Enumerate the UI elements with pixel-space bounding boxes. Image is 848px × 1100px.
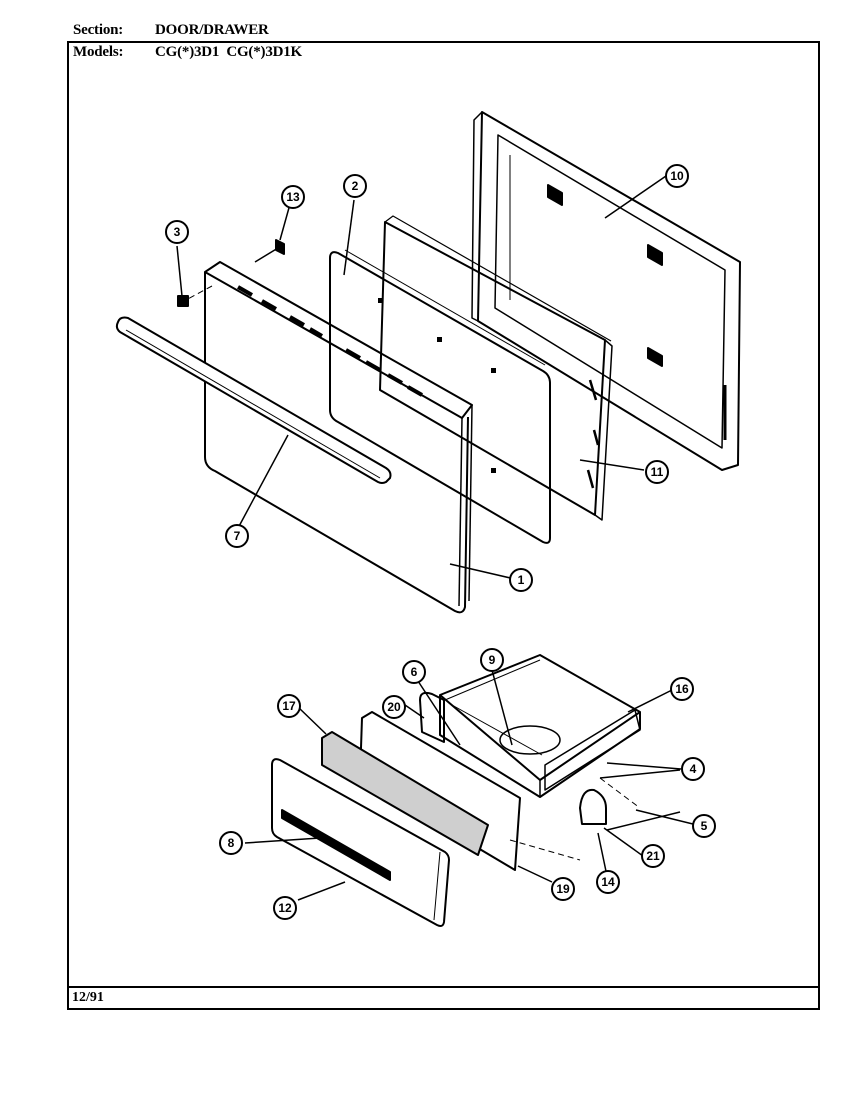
callout-number: 13: [286, 190, 300, 204]
callout-number: 10: [670, 169, 684, 183]
callout-number: 12: [278, 901, 292, 915]
section-label: Section:: [73, 22, 124, 38]
callout-number: 20: [387, 700, 401, 714]
callout-16: 16: [670, 677, 694, 701]
callout-circle: [641, 844, 665, 868]
door-handle: [115, 316, 392, 484]
callout-7: 7: [225, 524, 249, 548]
callout-number: 2: [352, 179, 359, 193]
callout-13: 13: [281, 185, 305, 209]
callout-14: 14: [596, 870, 620, 894]
handle-clip: [177, 295, 189, 307]
callout-number: 7: [234, 529, 241, 543]
callout-number: 11: [651, 465, 664, 479]
footer-divider: [67, 986, 820, 988]
callout-17: 17: [277, 694, 301, 718]
drawer-rail: [599, 769, 681, 779]
callout-21: 21: [641, 844, 665, 868]
callout-8: 8: [219, 831, 243, 855]
revision-date: 12/91: [72, 990, 104, 1005]
callout-circle: [382, 695, 406, 719]
callout-number: 8: [228, 836, 235, 850]
callout-circle: [277, 694, 301, 718]
callout-19: 19: [551, 877, 575, 901]
section-title: DOOR/DRAWER: [155, 22, 269, 38]
callout-number: 17: [282, 699, 296, 713]
callout-4: 4: [681, 757, 705, 781]
models-label: Models:: [73, 44, 124, 60]
callout-circle: [670, 677, 694, 701]
door-insulation-panel: [379, 215, 613, 521]
callout-number: 3: [174, 225, 181, 239]
drawer-insulation: [321, 731, 489, 856]
callout-circle: [343, 174, 367, 198]
drawer-handle: [281, 809, 391, 881]
drawer-box: [439, 654, 641, 798]
door-glass: [329, 249, 551, 544]
mounting-screw: [254, 239, 285, 263]
callout-11: 11: [645, 460, 669, 484]
models-list: CG(*)3D1 CG(*)3D1K: [155, 44, 303, 60]
callout-10: 10: [665, 164, 689, 188]
drawer-bracket-left: [419, 691, 445, 743]
outer-door-panel: [204, 261, 473, 614]
callout-number: 21: [646, 849, 660, 863]
callout-circle: [480, 648, 504, 672]
callout-20: 20: [382, 695, 406, 719]
callout-1: 1: [509, 568, 533, 592]
callout-5: 5: [692, 814, 716, 838]
callout-circle: [225, 524, 249, 548]
callout-number: 6: [411, 665, 418, 679]
diagram-frame: [67, 41, 820, 1010]
callout-circle: [665, 164, 689, 188]
callout-3: 3: [165, 220, 189, 244]
callout-circle: [402, 660, 426, 684]
inner-door-frame: [471, 111, 741, 471]
callout-circle: [681, 757, 705, 781]
callout-number: 19: [556, 882, 570, 896]
drawer-front-panel: [271, 758, 450, 927]
callout-6: 6: [402, 660, 426, 684]
callout-2: 2: [343, 174, 367, 198]
callout-circle: [509, 568, 533, 592]
callout-number: 16: [675, 682, 689, 696]
callout-number: 1: [518, 573, 525, 587]
callout-circle: [645, 460, 669, 484]
callout-number: 4: [690, 762, 697, 776]
callout-circle: [551, 877, 575, 901]
callout-circle: [165, 220, 189, 244]
callout-circle: [596, 870, 620, 894]
callout-number: 9: [489, 653, 496, 667]
callout-9: 9: [480, 648, 504, 672]
drawer-rail-lower: [606, 811, 681, 831]
callout-12: 12: [273, 896, 297, 920]
drawer-bracket-right: [579, 788, 607, 825]
callout-number: 14: [601, 875, 615, 889]
callout-number: 5: [701, 819, 708, 833]
callout-circle: [219, 831, 243, 855]
callout-circle: [692, 814, 716, 838]
callout-circle: [281, 185, 305, 209]
callout-circle: [273, 896, 297, 920]
